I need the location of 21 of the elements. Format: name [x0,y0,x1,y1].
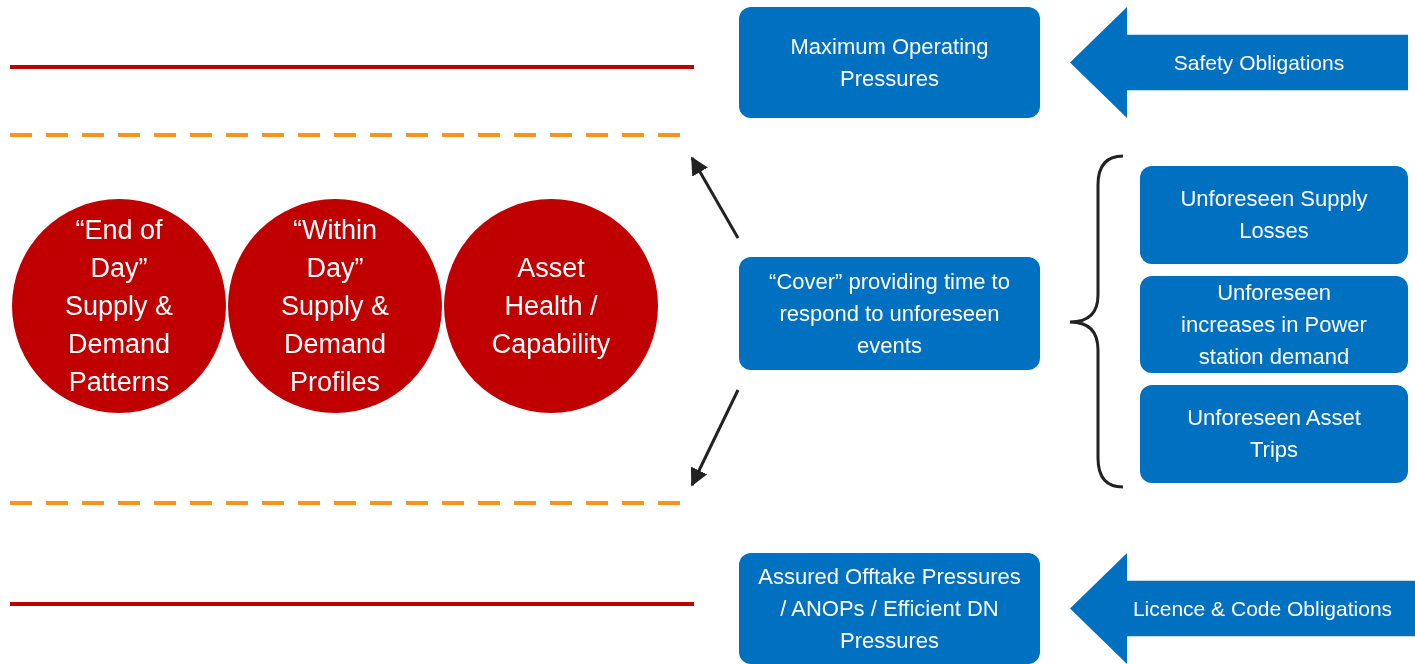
process-box [739,7,1040,118]
node-label: Assured Offtake Pressures / ANOPs / Efficient DN Pressures [757,562,1022,655]
arrow [690,389,740,487]
node-label: Safety Obligations [1173,50,1345,75]
block-arrow-shape [1070,7,1408,118]
node-label: “Cover” providing time to respond to unforeseen events [768,267,1011,360]
node-label: “Within Day” Supply & Demand Profiles [279,214,391,399]
process-box [1140,166,1408,264]
process-box [1140,276,1408,373]
node-label: Unforeseen increases in Power station demand [1180,278,1368,371]
block-arrow-shape [1070,553,1415,664]
node-label: Unforeseen Asset Trips [1186,404,1362,464]
process-box [739,553,1040,664]
node-label: Maximum Operating Pressures [789,32,990,93]
node-label: Unforeseen Supply Losses [1179,185,1369,245]
process-box [739,257,1040,370]
node-label: Licence & Code Obligations [1132,596,1393,621]
process-box [1140,385,1408,483]
arrow [690,156,740,239]
node-label: “End of Day” Supply & Demand Patterns [63,214,175,399]
node-label: Asset Health / Capability [490,252,612,361]
